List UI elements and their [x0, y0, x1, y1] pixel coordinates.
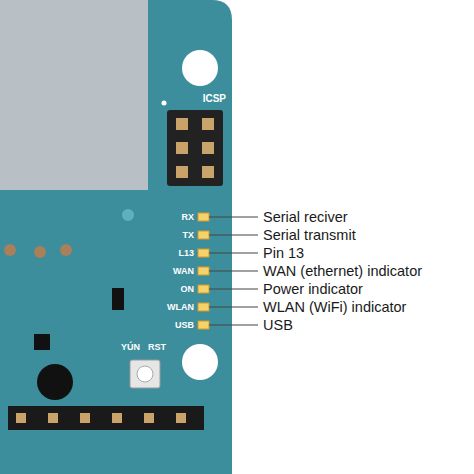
- capacitor: [37, 364, 73, 400]
- via: [122, 209, 134, 221]
- led: [198, 303, 209, 311]
- header-pins: [176, 118, 214, 178]
- chip: [112, 288, 124, 310]
- chip: [34, 334, 50, 350]
- mount-hole: [182, 344, 218, 380]
- board-label: RX: [181, 213, 194, 222]
- led: [198, 285, 209, 293]
- callout-label: Power indicator: [263, 282, 363, 297]
- board-label: USB: [175, 321, 194, 330]
- wifi-module: [0, 0, 148, 190]
- led: [198, 249, 209, 257]
- callout-label: Serial transmit: [263, 228, 356, 243]
- callout-label: Serial reciver: [263, 210, 348, 225]
- board-label: L13: [178, 249, 194, 258]
- leader-line: [209, 252, 258, 253]
- leader-line: [209, 216, 258, 217]
- callout-label: USB: [263, 318, 293, 333]
- leader-line: [209, 306, 258, 307]
- pin1-dot: [162, 101, 167, 106]
- led-group: [198, 213, 258, 329]
- leader-line: [209, 234, 258, 235]
- mount-hole: [182, 50, 218, 86]
- board-label: ON: [181, 285, 195, 294]
- components: [4, 244, 72, 258]
- board: [0, 0, 232, 474]
- header-body: [167, 110, 223, 186]
- header-pins: [16, 413, 186, 423]
- led: [198, 321, 209, 329]
- reset-cap: [137, 366, 153, 382]
- board-label: RST: [148, 343, 166, 352]
- pin-header: [8, 406, 204, 430]
- leader-line: [209, 270, 258, 271]
- board-label: TX: [182, 231, 194, 240]
- board-label: ICSP: [203, 94, 226, 104]
- icsp-header: [167, 110, 223, 186]
- callout-label: WLAN (WiFi) indicator: [263, 300, 406, 315]
- led: [198, 213, 209, 221]
- reset-button: [130, 360, 160, 388]
- led: [198, 267, 209, 275]
- leader-line: [209, 324, 258, 325]
- board-label: WLAN: [167, 303, 194, 312]
- board-label: WAN: [173, 267, 194, 276]
- callout-label: Pin 13: [263, 246, 304, 261]
- callout-label: WAN (ethernet) indicator: [263, 264, 422, 279]
- leader-line: [209, 288, 258, 289]
- board-label: YÚN: [121, 343, 140, 352]
- led: [198, 231, 209, 239]
